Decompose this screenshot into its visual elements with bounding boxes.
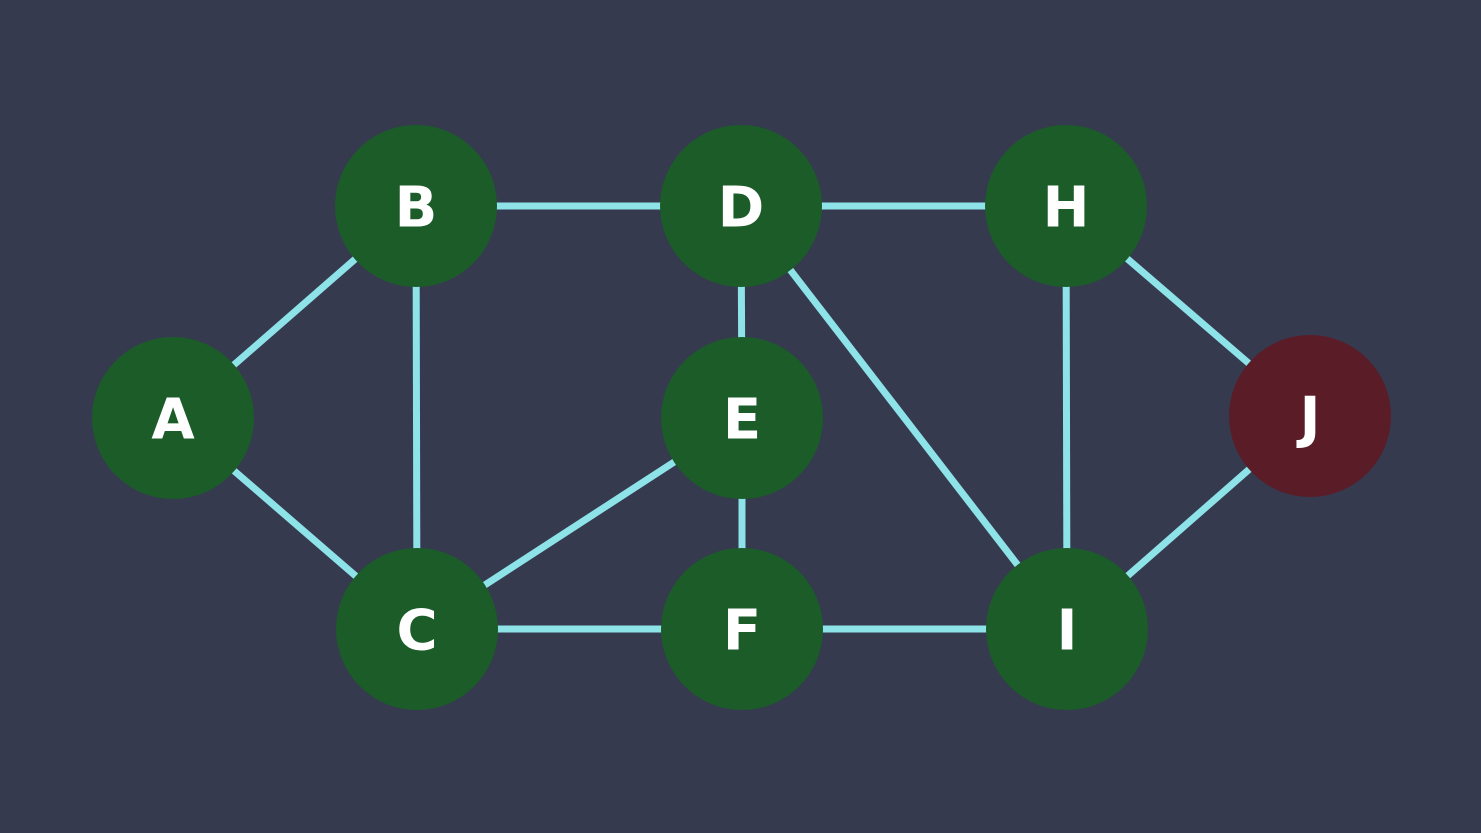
- edge-d-i: [738, 203, 1070, 632]
- node-label-b: B: [395, 176, 438, 241]
- node-b: B: [335, 125, 497, 287]
- node-label-f: F: [723, 599, 761, 664]
- node-label-a: A: [151, 388, 195, 453]
- node-layer: A B C D E F H I J: [92, 125, 1391, 710]
- node-label-e: E: [723, 388, 761, 453]
- node-label-i: I: [1057, 599, 1078, 664]
- node-label-c: C: [396, 599, 437, 664]
- node-f: F: [661, 548, 823, 710]
- node-circle-b: [335, 125, 497, 287]
- node-circle-i: [986, 548, 1148, 710]
- node-circle-j: [1229, 335, 1391, 497]
- node-a: A: [92, 337, 254, 499]
- node-label-d: D: [718, 176, 764, 241]
- node-circle-a: [92, 337, 254, 499]
- node-d: D: [660, 125, 822, 287]
- node-circle-h: [985, 125, 1147, 287]
- node-circle-e: [661, 337, 823, 499]
- node-circle-d: [660, 125, 822, 287]
- node-i: I: [986, 548, 1148, 710]
- node-label-j: J: [1296, 386, 1321, 451]
- node-h: H: [985, 125, 1147, 287]
- node-j: J: [1229, 335, 1391, 497]
- node-label-h: H: [1043, 176, 1090, 241]
- node-circle-c: [336, 548, 498, 710]
- node-e: E: [661, 337, 823, 499]
- node-c: C: [336, 548, 498, 710]
- node-circle-f: [661, 548, 823, 710]
